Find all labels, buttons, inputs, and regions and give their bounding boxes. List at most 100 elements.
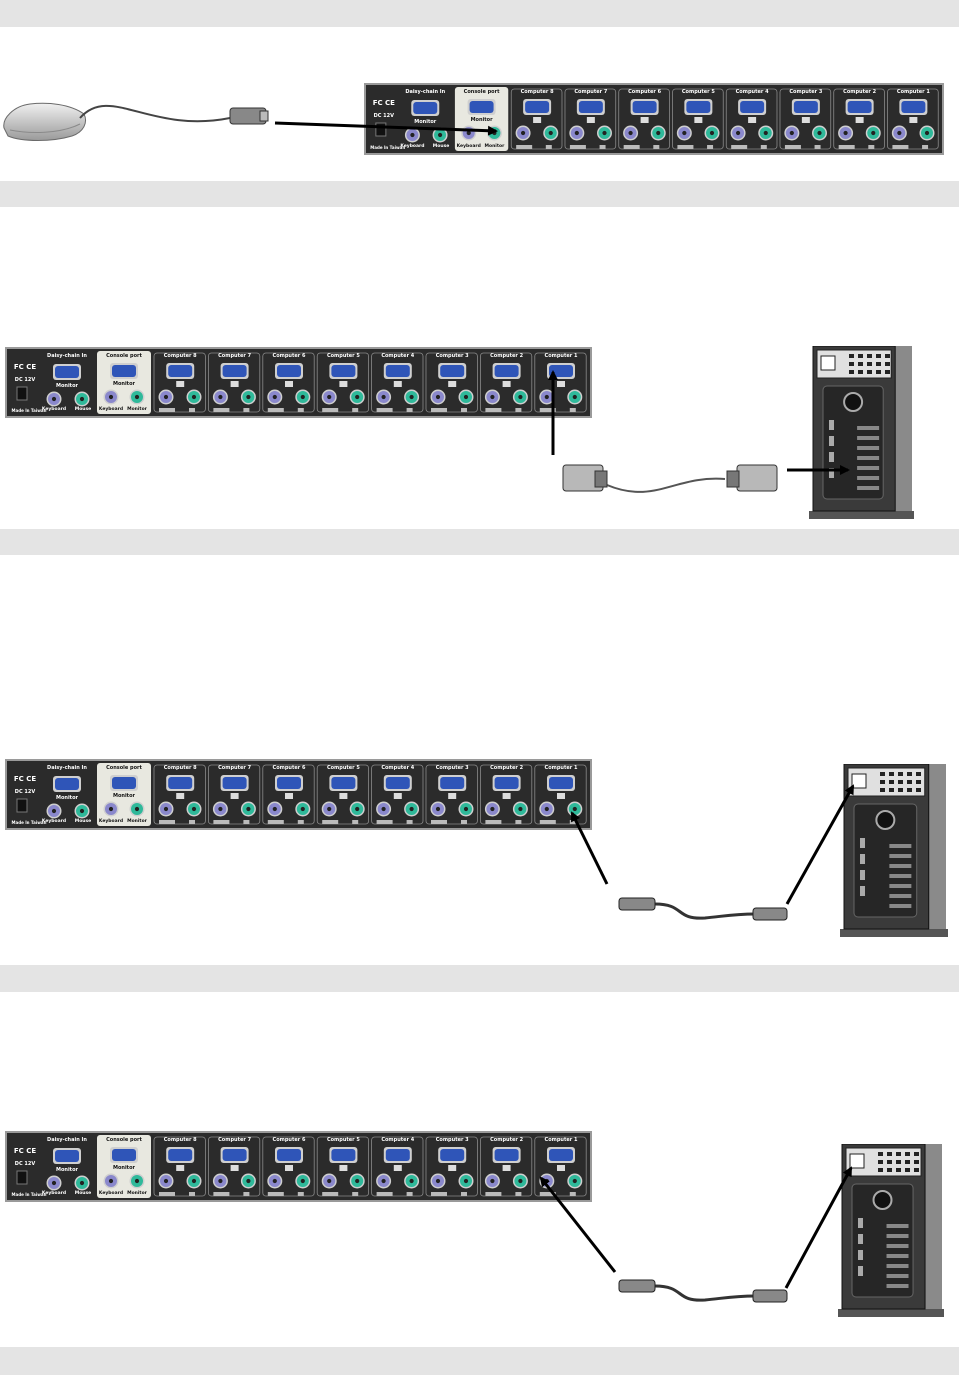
ps2-port-center [897, 130, 902, 136]
computer-port-group [316, 764, 370, 825]
ps2-port-center [300, 806, 305, 812]
pc-vent [887, 1168, 892, 1172]
ps2-port-center [163, 1178, 169, 1184]
pc-vent [916, 772, 921, 776]
port-marking [515, 408, 522, 412]
console-port-label: Console port [106, 1137, 142, 1143]
vga-port [740, 101, 765, 113]
computer-port-group [887, 88, 939, 150]
pc-vent [849, 370, 854, 374]
pc-slot [857, 426, 880, 430]
port-marking [322, 820, 339, 824]
pc-vent [916, 780, 921, 784]
vga-port [847, 101, 872, 113]
computer-port-label: Computer 6 [273, 353, 306, 359]
computer-port-group [153, 352, 206, 413]
made-in-label: Made In Taiwan [12, 1192, 47, 1197]
port-marking [352, 1192, 359, 1196]
ps2-port-center [355, 394, 360, 400]
computer-port-group [479, 352, 533, 413]
ps2-port-center [51, 396, 57, 402]
pc-vent [896, 1160, 901, 1164]
port-marking [406, 820, 413, 824]
computer-port-group [833, 88, 885, 150]
ps2-port-center [735, 130, 741, 136]
port-marking [267, 1192, 284, 1196]
section-band-2 [0, 181, 959, 207]
ps2-port-center [843, 130, 848, 136]
daisy-chain-label: Daisy-chain In [405, 89, 445, 95]
pc-slot [886, 1244, 909, 1248]
vga-port [222, 777, 247, 789]
pc-vent [916, 788, 921, 792]
ps2-port-center [108, 394, 114, 400]
daisy-chain-label: Daisy-chain In [47, 765, 87, 771]
vga-port [686, 101, 711, 113]
ps2-port-center [871, 130, 876, 136]
daisy-chain-label: Daisy-chain In [47, 1137, 87, 1143]
port-indicator [502, 793, 511, 799]
computer-port-group [425, 764, 478, 825]
computer-port-label: Computer 2 [490, 353, 523, 359]
port-marking [322, 408, 339, 412]
vga-port [168, 777, 193, 789]
port-indicator [557, 1165, 565, 1171]
port-marking [431, 408, 447, 412]
port-indicator [448, 1165, 457, 1171]
pc-slot [886, 1224, 909, 1228]
port-marking [267, 820, 284, 824]
vga-port [168, 1149, 193, 1161]
port-indicator [339, 793, 348, 799]
ps2-port-center [381, 806, 386, 812]
port-marking [539, 408, 556, 412]
pc-vent [898, 780, 903, 784]
vga-port [112, 365, 136, 377]
computer-port-label: Computer 6 [628, 89, 661, 95]
pc-vent [907, 772, 912, 776]
port-marking [485, 1192, 502, 1196]
port-marking [189, 1192, 195, 1196]
vga-port [277, 1149, 301, 1161]
port-marking [461, 1192, 467, 1196]
console-port-label: Console port [106, 353, 142, 359]
ps2-port-center [163, 806, 169, 812]
computer-port-group [725, 88, 778, 150]
arrow-to-pc-keyboard [784, 1166, 853, 1289]
pc-side [924, 764, 946, 929]
port-indicator [285, 381, 293, 387]
ps2-port-center [466, 130, 471, 136]
power-jack [16, 386, 28, 401]
port-marking [431, 820, 447, 824]
ps2-port-center [246, 394, 251, 400]
computer-port-label: Computer 1 [545, 765, 578, 771]
ps2-port-center [381, 1178, 386, 1184]
vga-port [793, 101, 818, 113]
pc-vent [880, 788, 885, 792]
port-marking [760, 145, 767, 149]
computer-port-label: Computer 7 [218, 353, 251, 359]
pc-slot [886, 1254, 909, 1258]
pc-vent [858, 362, 863, 366]
section-band-1 [0, 0, 959, 27]
pc-vent [889, 772, 894, 776]
computer-port-group [534, 352, 587, 413]
ps2-port-center [924, 130, 930, 136]
pc-vent [905, 1168, 910, 1172]
ps2-port-center [191, 1178, 197, 1184]
ps2-port-center [409, 1178, 414, 1184]
vga-port [901, 101, 926, 113]
pc-vent [887, 1160, 892, 1164]
ps2-port-center [218, 1178, 223, 1184]
computer-port-label: Computer 3 [436, 1137, 469, 1143]
pc-slot [857, 436, 880, 440]
vga-port [469, 101, 494, 113]
pc-vent [878, 1168, 883, 1172]
pc-slot [889, 854, 912, 858]
pc-vent [914, 1168, 919, 1172]
pc-led [860, 838, 865, 848]
dc-label: DC 12V [15, 377, 36, 383]
pc-base [838, 1309, 944, 1317]
pc-power-button [872, 1190, 893, 1210]
